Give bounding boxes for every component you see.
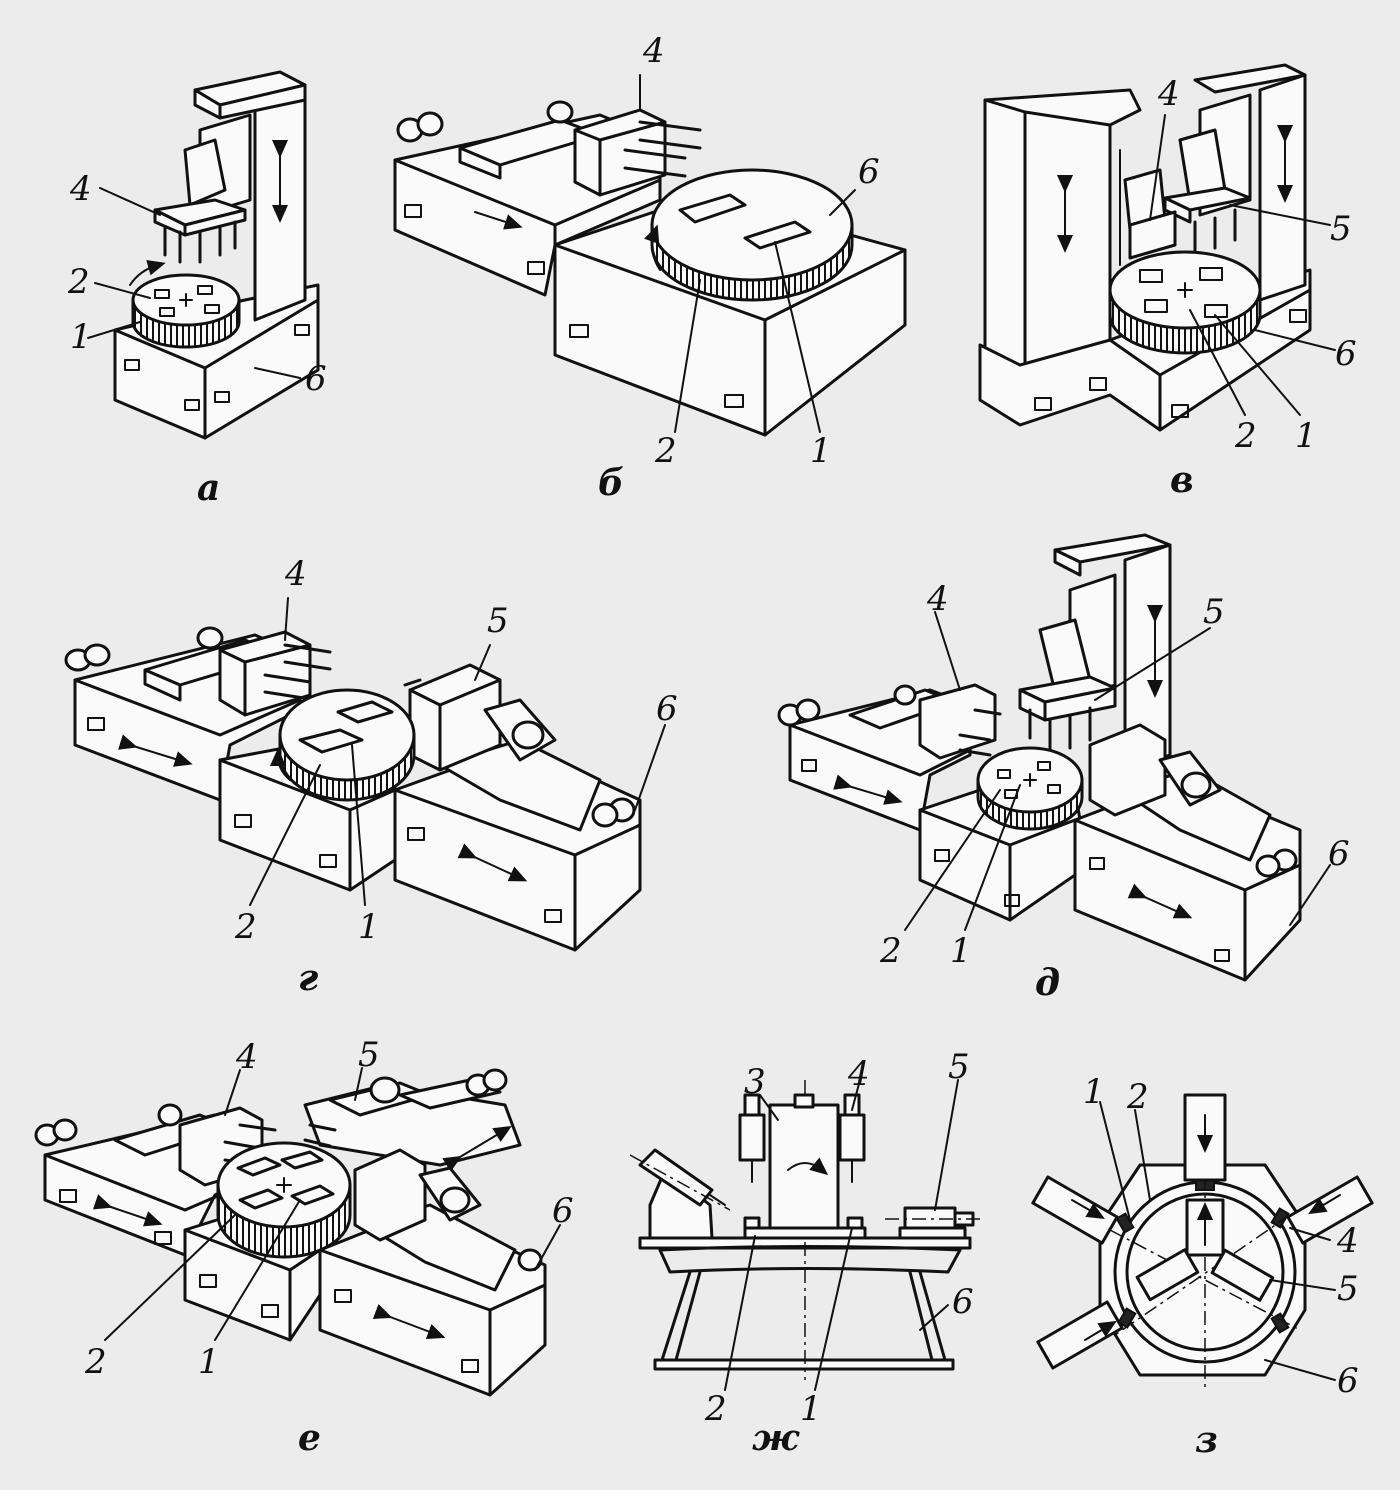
- label-6: 6: [1335, 334, 1357, 374]
- label-4: 4: [1157, 74, 1180, 114]
- right-slide-unit: [318, 1148, 547, 1397]
- label-6: 6: [1328, 834, 1350, 874]
- caption-d: д: [1035, 962, 1060, 1004]
- rotary-table-2: [743, 1226, 867, 1240]
- bed-6: [658, 1245, 962, 1274]
- panel-d: 4 5 6 2 1 д: [777, 533, 1350, 1004]
- label-1: 1: [358, 907, 380, 947]
- label-6: 6: [1337, 1361, 1359, 1401]
- label-1: 1: [70, 317, 92, 357]
- label-6: 6: [552, 1191, 574, 1231]
- label-4: 4: [642, 31, 665, 71]
- panel-d-leaders: [904, 611, 1331, 931]
- spindle-head-4: [153, 113, 252, 264]
- rotary-table-2: [129, 259, 241, 349]
- label-2: 2: [1126, 1077, 1149, 1117]
- label-5: 5: [487, 601, 509, 641]
- label-4: 4: [847, 1054, 870, 1094]
- left-slide-unit: [777, 683, 1002, 832]
- label-1: 1: [800, 1389, 822, 1429]
- label-2: 2: [1234, 416, 1257, 456]
- label-1: 1: [810, 431, 832, 471]
- label-6: 6: [305, 359, 327, 399]
- column: [1018, 533, 1172, 772]
- panel-v: 4 5 6 2 1 в: [978, 63, 1357, 501]
- rotary-table-2: [1108, 250, 1262, 355]
- rotary-table-2: [976, 746, 1084, 831]
- label-4: 4: [926, 579, 949, 619]
- back-slide-unit-5: [303, 1068, 522, 1173]
- panel-b: 4 6 2 1 б: [393, 31, 907, 504]
- caption-g: г: [298, 957, 318, 999]
- label-2: 2: [234, 907, 257, 947]
- left-slide-unit: [64, 626, 332, 802]
- rotary-table-2: [216, 1141, 352, 1259]
- caption-b: б: [598, 462, 624, 504]
- right-slide-unit: [393, 663, 642, 952]
- power-head-4: [396, 100, 702, 197]
- panel-g-leaders: [249, 597, 666, 906]
- label-1: 1: [1083, 1072, 1105, 1112]
- inner-unit-5: [1210, 1248, 1275, 1302]
- panel-a-leaders: [87, 187, 301, 379]
- label-2: 2: [67, 262, 90, 302]
- label-5: 5: [1330, 209, 1352, 249]
- label-1: 1: [950, 931, 972, 971]
- outer-unit-4: [1286, 1175, 1374, 1245]
- label-2: 2: [879, 931, 902, 971]
- spindle-head-4: [843, 1093, 861, 1117]
- right-slide-unit: [1073, 723, 1302, 982]
- panel-a: 4 2 1 6 а: [67, 70, 327, 509]
- panel-zh: 3 4 5 6 2 1ж: [629, 1047, 985, 1459]
- label-6: 6: [952, 1282, 974, 1322]
- label-4: 4: [69, 169, 92, 209]
- label-3: 3: [744, 1062, 766, 1102]
- label-4: 4: [235, 1037, 258, 1077]
- panel-v-leaders: [1149, 114, 1336, 416]
- label-6: 6: [656, 689, 678, 729]
- rotary-table-2: [644, 168, 854, 302]
- label-5: 5: [948, 1047, 970, 1087]
- panel-b-leaders: [639, 74, 856, 433]
- label-4: 4: [1336, 1221, 1359, 1261]
- fixture-1: [846, 1216, 864, 1230]
- label-6: 6: [858, 152, 880, 192]
- label-5: 5: [1203, 592, 1225, 632]
- panel-e: 4 5 6 2 1 е: [34, 1035, 574, 1459]
- caption-zh: ж: [752, 1417, 800, 1459]
- caption-z: з: [1195, 1419, 1218, 1461]
- caption-v: в: [1170, 459, 1194, 501]
- label-1: 1: [1295, 416, 1317, 456]
- label-1: 1: [198, 1342, 220, 1382]
- column: [193, 70, 307, 322]
- caption-a: а: [197, 467, 220, 509]
- label-4: 4: [284, 554, 307, 594]
- right-column: [1163, 63, 1307, 302]
- label-5: 5: [1337, 1269, 1359, 1309]
- center-column-3: [768, 1103, 840, 1230]
- caption-e: е: [298, 1417, 321, 1459]
- label-5: 5: [358, 1035, 380, 1075]
- panel-g: 4 5 6 2 1 г: [64, 554, 678, 999]
- label-2: 2: [704, 1389, 727, 1429]
- panel-e-leaders: [104, 1067, 561, 1341]
- label-2: 2: [654, 431, 677, 471]
- label-2: 2: [84, 1342, 107, 1382]
- rotary-table-2: [270, 688, 416, 802]
